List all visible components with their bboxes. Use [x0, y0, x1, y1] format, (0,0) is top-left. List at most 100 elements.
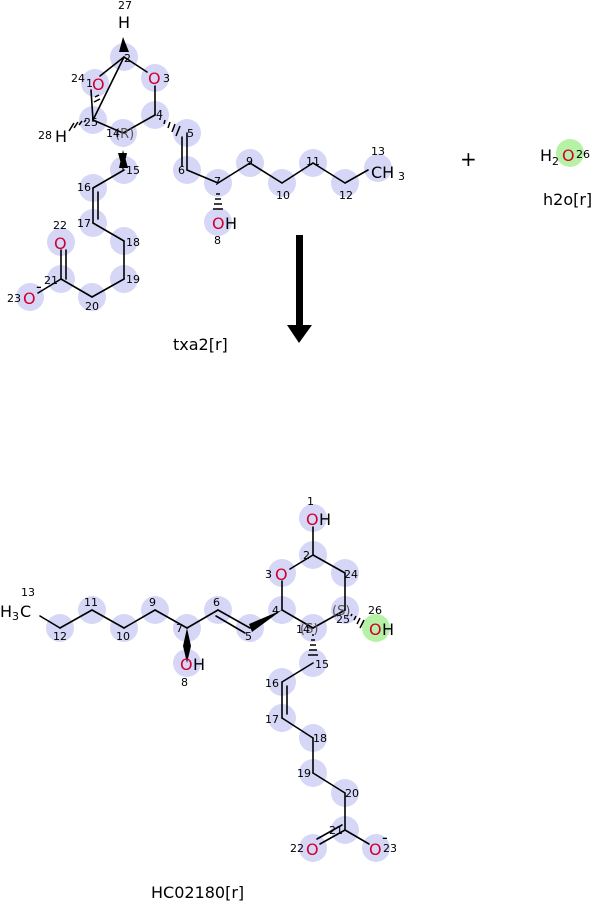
txa2-idx: 16 — [77, 181, 91, 194]
hc02180-idx: 17 — [265, 713, 279, 726]
txa2-atom-indices: 27 2 24 1 3 25 28 14 4 5 6 7 8 9 10 11 1… — [7, 0, 385, 313]
txa2-stereo-r14: (R) — [115, 127, 134, 142]
txa2-idx: 27 — [118, 0, 132, 12]
txa2-o1: O — [92, 75, 105, 94]
hc02180-idx: 13 — [21, 586, 35, 599]
hc02180-idx: 25 — [336, 613, 350, 626]
hc02180-h3c-sub: 3 — [12, 610, 19, 623]
txa2-idx: 7 — [214, 175, 221, 188]
hc02180-atom-labels: O H O (S) (S) O H O H H 3 C O O - — [0, 510, 394, 859]
hc02180-idx: 19 — [297, 767, 311, 780]
hc02180-idx: 24 — [344, 568, 358, 581]
txa2-o23: O — [23, 289, 36, 308]
txa2-idx: 19 — [126, 273, 140, 286]
hc02180-idx: 14 — [296, 623, 310, 636]
hc02180-idx: 16 — [265, 677, 279, 690]
hc02180-bonds — [39, 526, 370, 845]
txa2-idx: 22 — [53, 219, 67, 232]
hc02180-o22: O — [306, 840, 319, 859]
hc02180-stereo-s14: (S) — [300, 622, 318, 637]
txa2-idx: 11 — [306, 155, 320, 168]
hc02180-h8: H — [193, 655, 205, 674]
txa2-idx: 4 — [156, 108, 163, 121]
hc02180-h3c-h: H — [0, 602, 12, 621]
txa2-h28: H — [55, 127, 67, 146]
txa2-idx: 24 — [71, 72, 85, 85]
hc02180-idx: 8 — [181, 676, 188, 689]
plus-sign: + — [460, 147, 477, 171]
txa2-name: txa2[r] — [173, 335, 228, 354]
txa2-idx: 17 — [77, 217, 91, 230]
h2o-molecule: H 2 O 26 h2o[r] — [540, 139, 592, 209]
hc02180-idx: 7 — [176, 622, 183, 635]
txa2-idx: 28 — [38, 129, 52, 142]
hc02180-atom-highlights — [46, 504, 390, 862]
hc02180-h26: H — [382, 620, 394, 639]
hc02180-idx: 4 — [272, 604, 279, 617]
txa2-idx: 5 — [187, 127, 194, 140]
hc02180-atom-indices: 1 2 3 24 4 25 14 26 5 6 7 8 9 10 11 12 1… — [21, 495, 397, 855]
hc02180-h3c-c: C — [20, 602, 31, 621]
hc02180-idx: 18 — [313, 732, 327, 745]
txa2-idx: 14 — [106, 127, 120, 140]
txa2-idx: 3 — [163, 72, 170, 85]
hc02180-idx: 2 — [303, 549, 310, 562]
h2o-o: O — [562, 146, 575, 165]
txa2-o22: O — [54, 234, 67, 253]
txa2-h27: H — [118, 13, 130, 32]
txa2-idx: 23 — [7, 292, 21, 305]
hc02180-idx: 5 — [245, 630, 252, 643]
txa2-o3: O — [148, 69, 161, 88]
hc02180-idx: 15 — [315, 658, 329, 671]
txa2-idx: 9 — [246, 155, 253, 168]
txa2-idx: 25 — [84, 116, 98, 129]
hc02180-o23: O — [369, 840, 382, 859]
txa2-idx: 1 — [86, 77, 93, 90]
txa2-ch3: CH — [371, 163, 394, 182]
hc02180-molecule: O H O (S) (S) O H O H H 3 C O O - 1 2 3 … — [0, 495, 397, 901]
hc02180-o3: O — [275, 565, 288, 584]
hc02180-minus: - — [382, 828, 388, 847]
txa2-idx: 18 — [126, 236, 140, 249]
reaction-arrow — [287, 235, 312, 343]
hc02180-idx: 20 — [345, 787, 359, 800]
hc02180-idx: 23 — [383, 842, 397, 855]
txa2-o8: O — [212, 214, 225, 233]
hc02180-idx: 12 — [53, 630, 67, 643]
hc02180-name: HC02180[r] — [151, 883, 244, 901]
hc02180-idx: 9 — [149, 596, 156, 609]
hc02180-h1: H — [319, 510, 331, 529]
hc02180-idx: 6 — [213, 596, 220, 609]
hc02180-idx: 26 — [368, 604, 382, 617]
txa2-idx: 12 — [339, 189, 353, 202]
hc02180-idx: 22 — [290, 842, 304, 855]
h2o-sub: 2 — [552, 155, 559, 168]
h2o-name: h2o[r] — [543, 190, 592, 209]
txa2-atom-labels: H O O H (R) O H CH 3 O O - — [23, 13, 405, 308]
hc02180-o8: O — [180, 655, 193, 674]
hc02180-idx: 3 — [265, 568, 272, 581]
txa2-molecule: H O O H (R) O H CH 3 O O - 27 2 24 1 3 2… — [7, 0, 405, 354]
hc02180-idx: 11 — [84, 596, 98, 609]
txa2-idx: 15 — [126, 164, 140, 177]
hc02180-o26: O — [369, 620, 382, 639]
hc02180-o1: O — [306, 510, 319, 529]
txa2-idx: 2 — [124, 52, 131, 65]
hc02180-idx: 21 — [329, 824, 343, 837]
h2o-h: H — [540, 146, 552, 165]
txa2-idx: 20 — [85, 300, 99, 313]
txa2-idx: 21 — [44, 274, 58, 287]
hc02180-idx: 1 — [307, 495, 314, 508]
txa2-idx: 10 — [276, 189, 290, 202]
txa2-idx: 13 — [371, 145, 385, 158]
hc02180-stereo-s25: (S) — [332, 604, 350, 619]
txa2-ch3-sub: 3 — [398, 170, 405, 183]
txa2-h8: H — [225, 214, 237, 233]
txa2-bonds — [37, 37, 369, 298]
hc02180-idx: 10 — [116, 630, 130, 643]
h2o-o-highlight — [556, 139, 584, 167]
txa2-idx: 6 — [178, 164, 185, 177]
txa2-minus: - — [36, 277, 42, 296]
h2o-idx: 26 — [576, 148, 590, 161]
